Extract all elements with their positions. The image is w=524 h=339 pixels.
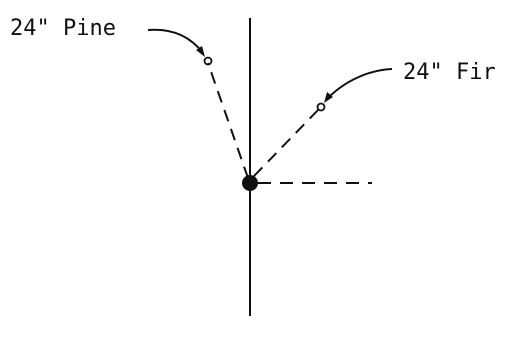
pine-tree-marker [203,56,213,66]
fir-leader-arrowhead [324,92,333,103]
pine-leader-arrowhead [196,46,205,57]
fir-label: 24" Fir [403,60,496,85]
pine-leader-arrow [147,28,204,54]
fir-leader-arrow [325,68,393,101]
fir-bearing-line [253,107,321,177]
station-point [242,175,258,191]
fir-tree-marker [316,102,326,112]
pine-bearing-line [207,62,249,179]
pine-label: 24" Pine [10,16,116,41]
